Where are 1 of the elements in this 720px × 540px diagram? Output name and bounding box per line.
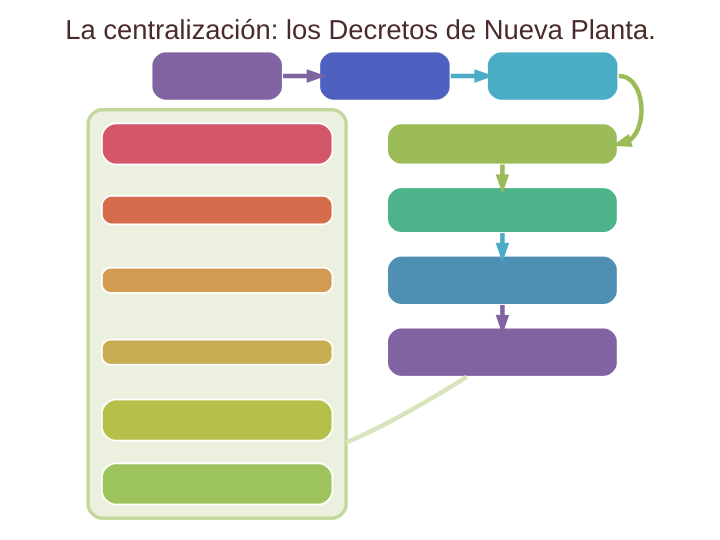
diagram-title: La centralización: los Decretos de Nueva Planta. xyxy=(64,14,656,46)
